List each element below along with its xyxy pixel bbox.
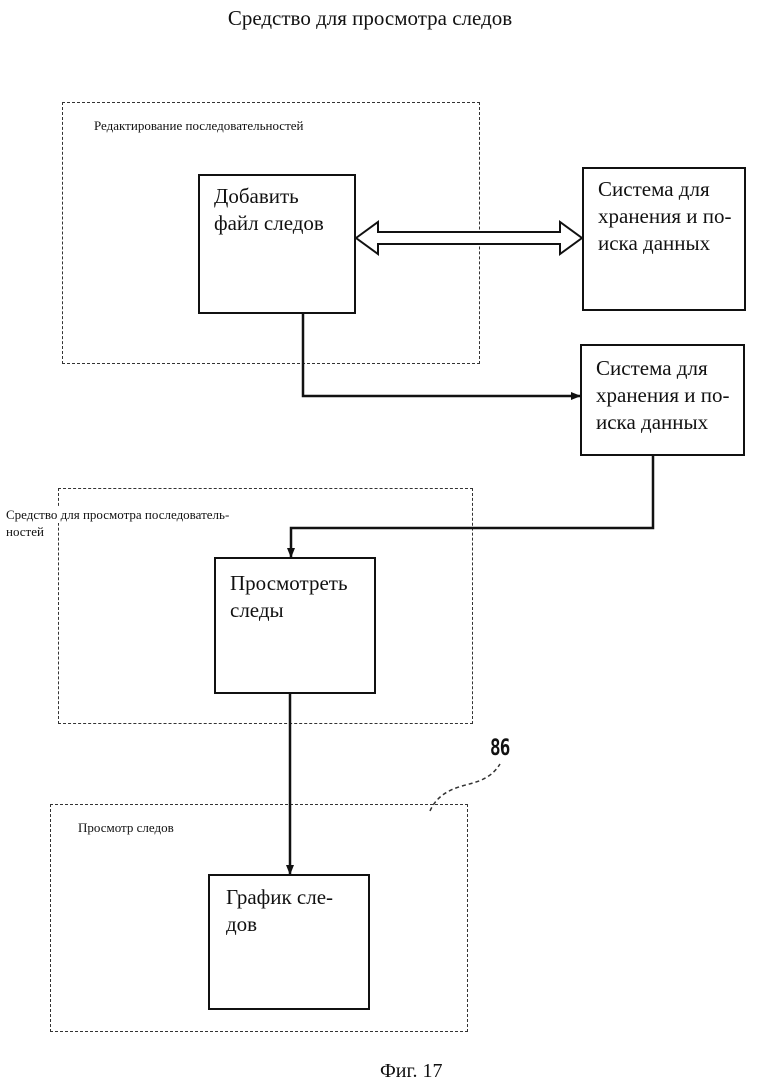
bidirectional-arrow	[354, 220, 584, 256]
reference-86-leader	[429, 763, 501, 812]
group-trace-view	[50, 804, 468, 1032]
box-add-trace-file-text: Добавить файл следов	[214, 184, 324, 235]
group-sequence-viewer	[58, 488, 473, 724]
box-storage-system-2-text: Система для хранения и по- иска данных	[596, 356, 730, 434]
box-view-traces	[214, 557, 376, 694]
box-add-trace-file	[198, 174, 356, 314]
figure-caption: Фиг. 17	[380, 1060, 443, 1082]
box-storage-system-1	[582, 167, 746, 311]
group-sequence-editing-label: Редактирование последовательностей	[94, 118, 304, 133]
box-trace-plot	[208, 874, 370, 1010]
group-trace-view-label: Просмотр следов	[78, 820, 174, 835]
reference-number-86: 86	[490, 736, 510, 761]
group-sequence-viewer-label-line2: ностей	[6, 523, 46, 540]
box-trace-plot-text: График сле- дов	[226, 885, 334, 936]
arrow-add-to-storage2	[301, 314, 581, 400]
diagram-title: Средство для просмотра следов	[227, 6, 513, 30]
arrow-storage2-to-view	[287, 456, 655, 558]
box-storage-system-1-text: Система для хранения и по- иска данных	[598, 177, 732, 255]
box-view-traces-text: Просмотреть следы	[230, 571, 348, 622]
group-sequence-viewer-label-line1: Средство для просмотра последователь-	[6, 506, 232, 523]
box-storage-system-2	[580, 344, 745, 456]
